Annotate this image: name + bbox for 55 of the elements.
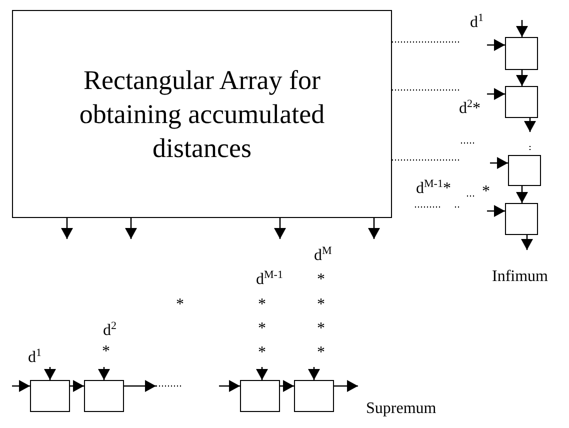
arrow <box>524 118 536 132</box>
text-label: Supremum <box>366 400 436 418</box>
text-label: d$^{M-1}$ <box>256 271 283 289</box>
dotted-line <box>392 89 459 91</box>
register-box <box>294 380 334 412</box>
arrow <box>219 380 240 392</box>
arrow <box>334 380 358 392</box>
text-label: * <box>258 296 266 314</box>
text-label: * <box>317 320 325 338</box>
arrow <box>487 88 505 100</box>
arrow <box>490 157 508 169</box>
arrow <box>44 367 56 380</box>
text-label: * <box>102 343 110 361</box>
arrow <box>368 218 380 239</box>
register-box <box>505 203 538 235</box>
register-box <box>240 380 280 412</box>
text-label: * <box>317 271 325 289</box>
text-label: * <box>317 344 325 362</box>
text-label: * <box>317 296 325 314</box>
text-label: Infimum <box>492 268 548 286</box>
dotted-line <box>392 159 459 161</box>
arrow <box>516 20 528 37</box>
array-box <box>12 10 392 218</box>
arrow <box>487 205 505 217</box>
arrow <box>487 39 505 51</box>
text-label: d$^{2}$ <box>103 322 116 340</box>
arrow <box>70 380 84 392</box>
text-label: d$^{M}$ <box>314 247 332 265</box>
arrow <box>61 218 73 239</box>
text-label: d$^{M-1}$* <box>416 180 451 198</box>
arrow <box>280 380 294 392</box>
arrow <box>521 235 533 250</box>
box-label: Rectangular Array for obtaining accumulated distances <box>78 64 326 165</box>
arrow <box>98 367 110 380</box>
text-label: * <box>258 320 266 338</box>
arrow <box>516 70 528 86</box>
register-box <box>505 86 538 118</box>
text-label: * <box>258 344 266 362</box>
arrow <box>12 380 30 392</box>
register-box <box>30 380 70 412</box>
arrow <box>308 367 320 380</box>
arrow <box>274 218 286 239</box>
text-label: d$^{1}$ <box>470 14 484 32</box>
text-label: * <box>482 183 490 201</box>
register-box <box>505 37 538 70</box>
dotted-line <box>392 41 459 43</box>
arrow <box>516 186 528 203</box>
register-box <box>508 155 541 186</box>
arrow <box>125 218 137 239</box>
arrow <box>256 367 268 380</box>
text-label: * <box>176 296 184 314</box>
register-box <box>84 380 124 412</box>
text-label: d$^{1}$ <box>28 349 42 367</box>
text-label: d$^{2}$* <box>459 100 480 118</box>
arrow <box>124 380 156 392</box>
